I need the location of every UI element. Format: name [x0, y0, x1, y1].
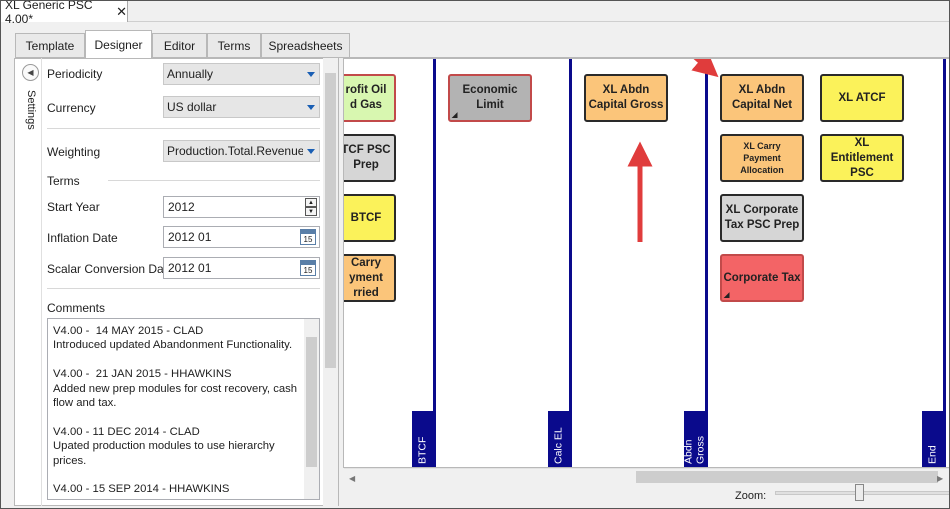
tab-label: Designer	[94, 37, 143, 52]
module-btcf[interactable]: BTCF	[344, 194, 396, 242]
separator	[47, 128, 320, 129]
comments-scroll-thumb[interactable]	[306, 337, 317, 467]
scalar-conversion-date-label: Scalar Conversion Date	[47, 262, 174, 276]
module-corporate-tax[interactable]: Corporate Tax ◢	[720, 254, 804, 302]
weighting-label: Weighting	[47, 145, 101, 159]
start-year-input[interactable]: 2012 ▲ ▼	[163, 196, 320, 218]
document-tab[interactable]: XL Generic PSC 4.00* ✕	[0, 0, 128, 26]
zoom-slider-thumb[interactable]	[855, 484, 864, 501]
tab-designer[interactable]: Designer	[85, 30, 152, 58]
comments-textarea[interactable]: V4.00 - 14 MAY 2015 - CLAD Introduced up…	[47, 318, 320, 500]
annotation-arrow-diagonal	[691, 59, 719, 78]
tab-editor[interactable]: Editor	[152, 33, 207, 57]
currency-value: US dollar	[167, 100, 217, 114]
separator	[47, 288, 320, 289]
inflation-date-value: 2012 01	[168, 230, 212, 244]
module-flag-icon: ◢	[452, 112, 458, 119]
settings-panel-label: Settings	[25, 90, 37, 130]
document-tab-label: XL Generic PSC 4.00*	[5, 0, 93, 26]
periodicity-label: Periodicity	[47, 67, 103, 81]
annotation-arrows	[627, 59, 719, 242]
chevron-left-icon: ◀	[27, 68, 34, 77]
terms-heading: Terms	[47, 174, 80, 188]
tab-label: Editor	[163, 38, 196, 53]
calendar-icon[interactable]: 15	[300, 260, 316, 276]
module-flag-icon: ◢	[724, 292, 730, 299]
collapse-panel-button[interactable]: ◀	[22, 64, 39, 81]
module-xl-abdn-capital-gross[interactable]: XL Abdn Capital Gross	[584, 74, 668, 122]
comments-label: Comments	[47, 301, 106, 315]
module-xl-atcf[interactable]: XL ATCF	[820, 74, 904, 122]
periodicity-value: Annually	[167, 67, 214, 81]
lane-divider	[943, 59, 946, 467]
currency-label: Currency	[47, 101, 96, 115]
module-btcf-psc-prep[interactable]: TCF PSC Prep	[344, 134, 396, 182]
module-xl-carry-payment-allocation[interactable]: XL Carry Payment Allocation	[720, 134, 804, 182]
tab-spreadsheets[interactable]: Spreadsheets	[261, 33, 350, 57]
tab-template[interactable]: Template	[15, 33, 85, 57]
panel-divider	[41, 58, 42, 506]
scroll-right-icon[interactable]: ▶	[937, 474, 944, 483]
weighting-select[interactable]: Production.Total.Revenue	[163, 140, 320, 162]
comments-text: V4.00 - 14 MAY 2015 - CLAD Introduced up…	[53, 325, 298, 499]
scalar-conversion-date-input[interactable]: 2012 01 15	[163, 257, 320, 279]
periodicity-select[interactable]: Annually	[163, 63, 320, 85]
tab-label: Terms	[217, 38, 251, 53]
start-year-value: 2012	[168, 200, 195, 214]
chevron-down-icon[interactable]	[303, 64, 319, 84]
module-carry-payment-carried[interactable]: Carry yment rried	[344, 254, 396, 302]
tab-divider	[15, 57, 950, 58]
lane-divider	[433, 59, 436, 467]
currency-select[interactable]: US dollar	[163, 96, 320, 118]
separator	[108, 180, 320, 181]
start-year-label: Start Year	[47, 200, 100, 214]
scroll-left-icon[interactable]: ◀	[349, 474, 356, 483]
inflation-date-label: Inflation Date	[47, 231, 118, 245]
close-icon[interactable]: ✕	[116, 3, 127, 19]
module-xl-corporate-tax-psc-prep[interactable]: XL Corporate Tax PSC Prep	[720, 194, 804, 242]
module-economic-limit[interactable]: Economic Limit ◢	[448, 74, 532, 122]
tab-label: Spreadsheets	[268, 38, 343, 53]
scalar-conversion-date-value: 2012 01	[168, 261, 212, 275]
lane-divider	[569, 59, 572, 467]
designer-canvas[interactable]: BTCF Calc EL Abdn Gross End rofit Oil d …	[343, 58, 950, 468]
module-label: Economic Limit	[462, 84, 518, 111]
module-xl-entitlement-psc[interactable]: XL Entitlement PSC	[820, 134, 904, 182]
module-xl-abdn-capital-net[interactable]: XL Abdn Capital Net	[720, 74, 804, 122]
inflation-date-input[interactable]: 2012 01 15	[163, 226, 320, 248]
weighting-value: Production.Total.Revenue	[167, 144, 305, 158]
chevron-down-icon[interactable]	[303, 97, 319, 117]
document-tab-strip	[0, 0, 950, 22]
chevron-down-icon[interactable]	[303, 141, 319, 161]
module-profit-oil-gas[interactable]: rofit Oil d Gas	[344, 74, 396, 122]
calendar-icon[interactable]: 15	[300, 229, 316, 245]
lane-divider	[705, 59, 708, 467]
spin-down-icon[interactable]: ▼	[305, 207, 317, 216]
module-label: Corporate Tax	[723, 271, 801, 284]
settings-scroll-thumb[interactable]	[325, 73, 336, 368]
spin-up-icon[interactable]: ▲	[305, 198, 317, 207]
tab-label: Template	[25, 38, 75, 53]
zoom-label: Zoom:	[735, 490, 767, 502]
canvas-scroll-thumb[interactable]	[636, 471, 938, 483]
tab-terms[interactable]: Terms	[207, 33, 261, 57]
